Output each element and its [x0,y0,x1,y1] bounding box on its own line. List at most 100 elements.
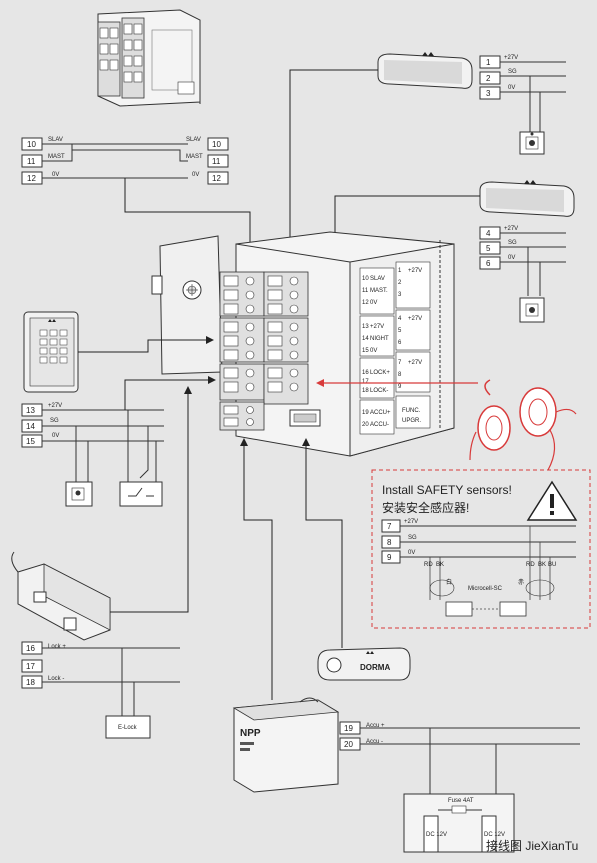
label-0v-9: 0V [408,550,415,556]
terminal-12-right: 12 [212,174,221,183]
terminal-19: 19 [344,724,353,733]
label-lock-minus: Lock - [48,676,64,682]
0v-label-right: 0V [192,172,199,178]
terminal-3: 3 [486,89,491,98]
terminal-11-right: 11 [212,157,221,166]
ctrl-num-19: 19 [362,410,369,416]
label-0v-15: 0V [52,433,59,439]
terminal-block-10-12-left: 10 11 12 SLAV MAST 0V [21,137,188,185]
label-27v-7: +27V [404,519,418,525]
ctrl-label-night: NIGHT [370,336,389,342]
module-picture [97,9,201,107]
label-sg-8: SG [408,535,417,541]
ctrl-label-27v-r1: +27V [408,268,422,274]
terminal-2: 2 [486,74,491,83]
ctrl-num-10: 10 [362,276,369,282]
battery-brand: NPP [240,728,261,739]
ctrl-num-1: 1 [398,268,402,274]
wire-bk-2: BK [538,562,546,568]
ctrl-num-20: 20 [362,422,369,428]
label-27v-2: +27V [504,226,518,232]
ctrl-num-18: 18 [362,388,369,394]
label-0v-1: 0V [508,85,515,91]
0v-label: 0V [52,172,59,178]
battery-2-label: DC 12V [484,832,505,838]
label-sg-1: SG [508,69,517,75]
label-27v-13: +27V [48,403,62,409]
mast-label-right: MAST [186,154,203,160]
label-sg-14: SG [50,418,59,424]
ctrl-num-3: 3 [398,292,402,298]
terminal-block-10-12-right: 10 11 12 SLAV MAST 0V [186,137,229,185]
sensor-white-label: 白 [446,578,452,586]
ctrl-num-17: 17 [362,379,369,385]
slav-label: SLAV [48,137,63,143]
terminal-7: 7 [387,522,392,531]
terminal-14: 14 [26,422,35,431]
battery-1-label: DC 12V [426,832,447,838]
terminal-5: 5 [486,244,491,253]
terminal-9: 9 [387,553,392,562]
ctrl-num-5: 5 [398,328,402,334]
terminal-block-19-20: 19 20 Accu + Accu - DC 12V DC 12V Fuse 4… [339,721,580,853]
terminal-11: 11 [27,157,36,166]
terminal-block-1-3: 1 2 3 +27V SG 0V [479,55,566,155]
label-accu-minus: Accu - [366,739,383,745]
ctrl-num-6: 6 [398,340,402,346]
ctrl-label-mast: MAST. [370,288,388,294]
ctrl-label-0v-a: 0V [370,300,377,306]
terminal-15: 15 [26,437,35,446]
safety-title-cn: 安装安全感应器! [382,500,469,515]
ctrl-label-accu-plus: ACCU+ [370,410,391,416]
safety-title-en: Install SAFETY sensors! [382,483,512,497]
ctrl-label-accu-minus: ACCU- [370,422,389,428]
wire-bu-2: BU [548,562,556,568]
label-lock-plus: Lock + [48,644,66,650]
terminal-20: 20 [344,740,353,749]
ctrl-label-0v-b: 0V [370,348,377,354]
ctrl-num-12: 12 [362,300,369,306]
ctrl-num-13: 13 [362,324,369,330]
terminal-10-right: 10 [212,140,221,149]
ctrl-num-15: 15 [362,348,369,354]
terminal-10: 10 [27,140,36,149]
keypad-device [23,311,79,393]
terminal-16: 16 [26,644,35,653]
terminal-12: 12 [27,174,36,183]
wire-bk-1: BK [436,562,444,568]
terminal-4: 4 [486,229,491,238]
usb-key-device: DORMA [317,647,411,681]
key-brand: DORMA [360,663,390,672]
controller-unit: SLAV MAST. 0V +27V NIGHT 0V LOCK+ LOCK- … [151,231,455,457]
label-27v-1: +27V [504,55,518,61]
terminal-17: 17 [26,662,35,671]
ctrl-label-func: FUNC. [402,408,421,414]
watermark: 接线图 JieXianTu [486,838,578,853]
safety-frame [371,469,591,629]
terminal-8: 8 [387,538,392,547]
safety-sensors [469,379,577,471]
terminal-block-4-6: 4 5 6 +27V SG 0V [479,226,566,323]
label-sg-2: SG [508,240,517,246]
ctrl-num-16: 16 [362,370,369,376]
ctrl-num-9: 9 [398,384,402,390]
ctrl-num-8: 8 [398,372,402,378]
ctrl-label-27v: +27V [370,324,384,330]
ctrl-label-27v-r3: +27V [408,360,422,366]
fuse-label: Fuse 4AT [448,798,474,804]
ctrl-label-lock-plus: LOCK+ [370,370,390,376]
microcell-label: Microcell-SC [468,586,503,592]
label-0v-2: 0V [508,255,515,261]
warning-icon [526,480,578,521]
terminal-18: 18 [26,678,35,687]
slav-label-right: SLAV [186,137,201,143]
ctrl-label-slav: SLAV [370,276,385,282]
wire-rd-2: RD [526,562,535,568]
terminal-1: 1 [486,58,491,67]
terminal-block-16-18: 16 17 18 Lock + Lock - E-Lock [21,641,180,739]
terminal-block-7-9: 7 8 9 +27V SG 0V Microcell-SC RD BK RD B… [381,519,576,617]
elock-label: E-Lock [118,725,138,731]
radar-sensor-2 [479,180,575,217]
